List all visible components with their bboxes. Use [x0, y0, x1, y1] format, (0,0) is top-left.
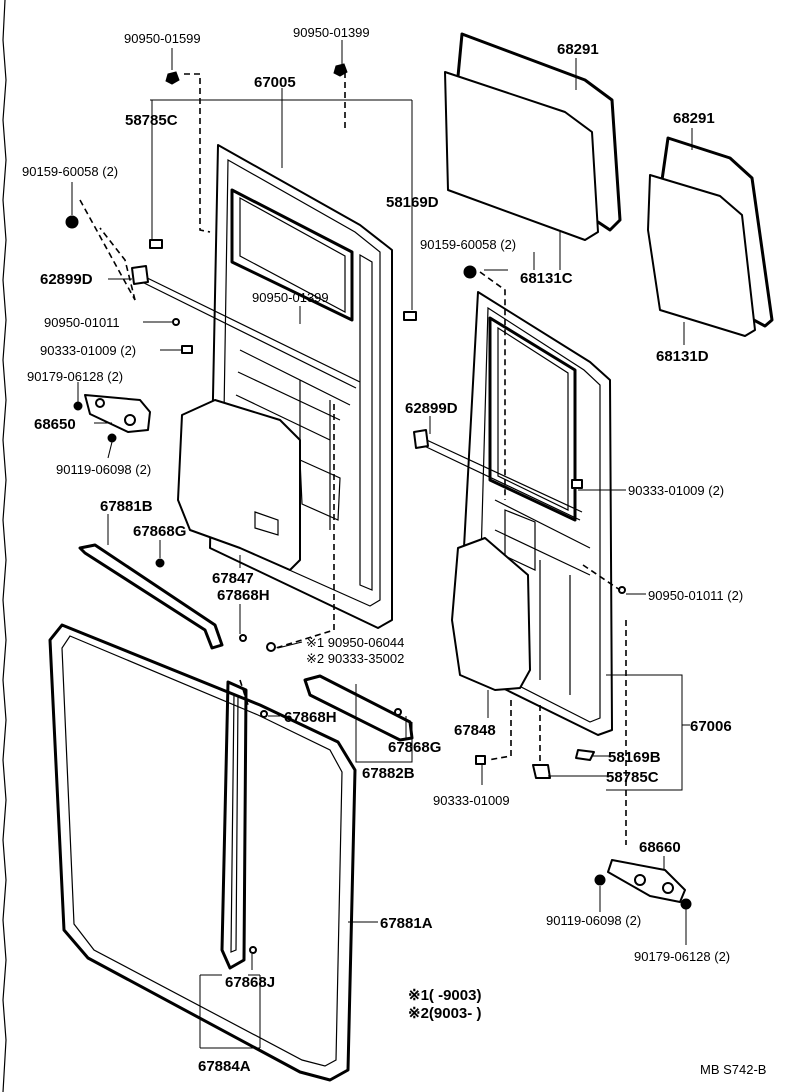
- label-90950-01399-top: 90950-01399: [293, 25, 370, 40]
- legend-note-1: ※1( -9003): [408, 987, 481, 1004]
- rod-bracket-left: [131, 265, 149, 285]
- label-58785C-right: 58785C: [606, 769, 659, 786]
- weatherstrip-67881A: [48, 623, 357, 1082]
- label-67006: 67006: [690, 718, 732, 735]
- label-58169B: 58169B: [608, 749, 661, 766]
- trim-panel-handle: [254, 511, 279, 536]
- assembly-lines: [79, 72, 627, 845]
- check-rod-left: [134, 271, 361, 389]
- rod-bracket-right: [413, 429, 429, 449]
- label-90179-06128-left: 90179-06128 (2): [27, 369, 123, 384]
- glass-68131D: [647, 136, 774, 337]
- label-58169D: 58169D: [386, 194, 439, 211]
- label-68131C: 68131C: [520, 270, 573, 287]
- trim-panel-67848: [451, 537, 531, 691]
- legend-note-2: ※2(9003- ): [408, 1005, 481, 1022]
- date-legend: ※1( -9003) ※2(9003- ): [408, 987, 481, 1022]
- torn-edge: [2, 0, 7, 1092]
- label-67005: 67005: [254, 74, 296, 91]
- leader-lines: [71, 40, 693, 1049]
- hinge-bolt: [634, 874, 646, 886]
- label-62899D-right: 62899D: [405, 400, 458, 417]
- label-68650: 68650: [34, 416, 76, 433]
- label-67882B: 67882B: [362, 765, 415, 782]
- label-90119-06098-right: 90119-06098 (2): [546, 913, 641, 928]
- label-90159-60058-left: 90159-60058 (2): [22, 164, 118, 179]
- label-68291-b: 68291: [673, 110, 715, 127]
- label-62899D-left: 62899D: [40, 271, 93, 288]
- label-58785C-left: 58785C: [125, 112, 178, 129]
- label-67847: 67847: [212, 570, 254, 587]
- hinge-bolt: [95, 398, 105, 408]
- label-90950-01011-right: 90950-01011 (2): [648, 588, 743, 603]
- label-67868H-b: 67868H: [284, 709, 337, 726]
- label-90179-06128-right: 90179-06128 (2): [634, 949, 730, 964]
- fasteners: [65, 63, 692, 954]
- hinge-bolt: [662, 882, 674, 894]
- label-90950-01011-left: 90950-01011: [44, 315, 120, 330]
- label-90950-01599: 90950-01599: [124, 31, 201, 46]
- label-67868H-a: 67868H: [217, 587, 270, 604]
- trim-panel-67847: [177, 399, 301, 571]
- label-67868G-right: 67868G: [388, 739, 441, 756]
- label-68131D: 68131D: [656, 348, 709, 365]
- drawing-code: MB S742-B: [700, 1062, 766, 1077]
- label-90119-06098-left: 90119-06098 (2): [56, 462, 151, 477]
- label-90333-01009-left: 90333-01009 (2): [40, 343, 136, 358]
- label-90950-01399-mid: 90950-01399: [252, 290, 329, 305]
- label-90333-01009-right: 90333-01009 (2): [628, 483, 724, 498]
- weatherstrip-67881B: [78, 543, 224, 650]
- label-68291-a: 68291: [557, 41, 599, 58]
- label-67868G-left: 67868G: [133, 523, 186, 540]
- label-67868J: 67868J: [225, 974, 275, 991]
- label-67881B: 67881B: [100, 498, 153, 515]
- check-rod-right: [417, 435, 583, 521]
- glass-68131C: [444, 32, 622, 241]
- garnish-67882B: [303, 674, 414, 742]
- hinge-68650: [84, 394, 151, 433]
- label-68660: 68660: [639, 839, 681, 856]
- label-90159-60058-right: 90159-60058 (2): [420, 237, 516, 252]
- strip-67884A-inner: [230, 693, 239, 953]
- label-90333-35002: ※2 90333-35002: [306, 651, 404, 666]
- label-90950-06044: ※1 90950-06044: [306, 635, 404, 650]
- hinge-bolt: [124, 414, 136, 426]
- label-67881A: 67881A: [380, 915, 433, 932]
- hinge-68660: [607, 859, 686, 903]
- strip-67884A: [220, 680, 248, 970]
- part-labels: 90950-01599 90950-01399 67005 58785C 901…: [22, 25, 743, 1075]
- label-90333-01009-bottom: 90333-01009: [433, 793, 510, 808]
- label-67884A: 67884A: [198, 1058, 251, 1075]
- label-67848: 67848: [454, 722, 496, 739]
